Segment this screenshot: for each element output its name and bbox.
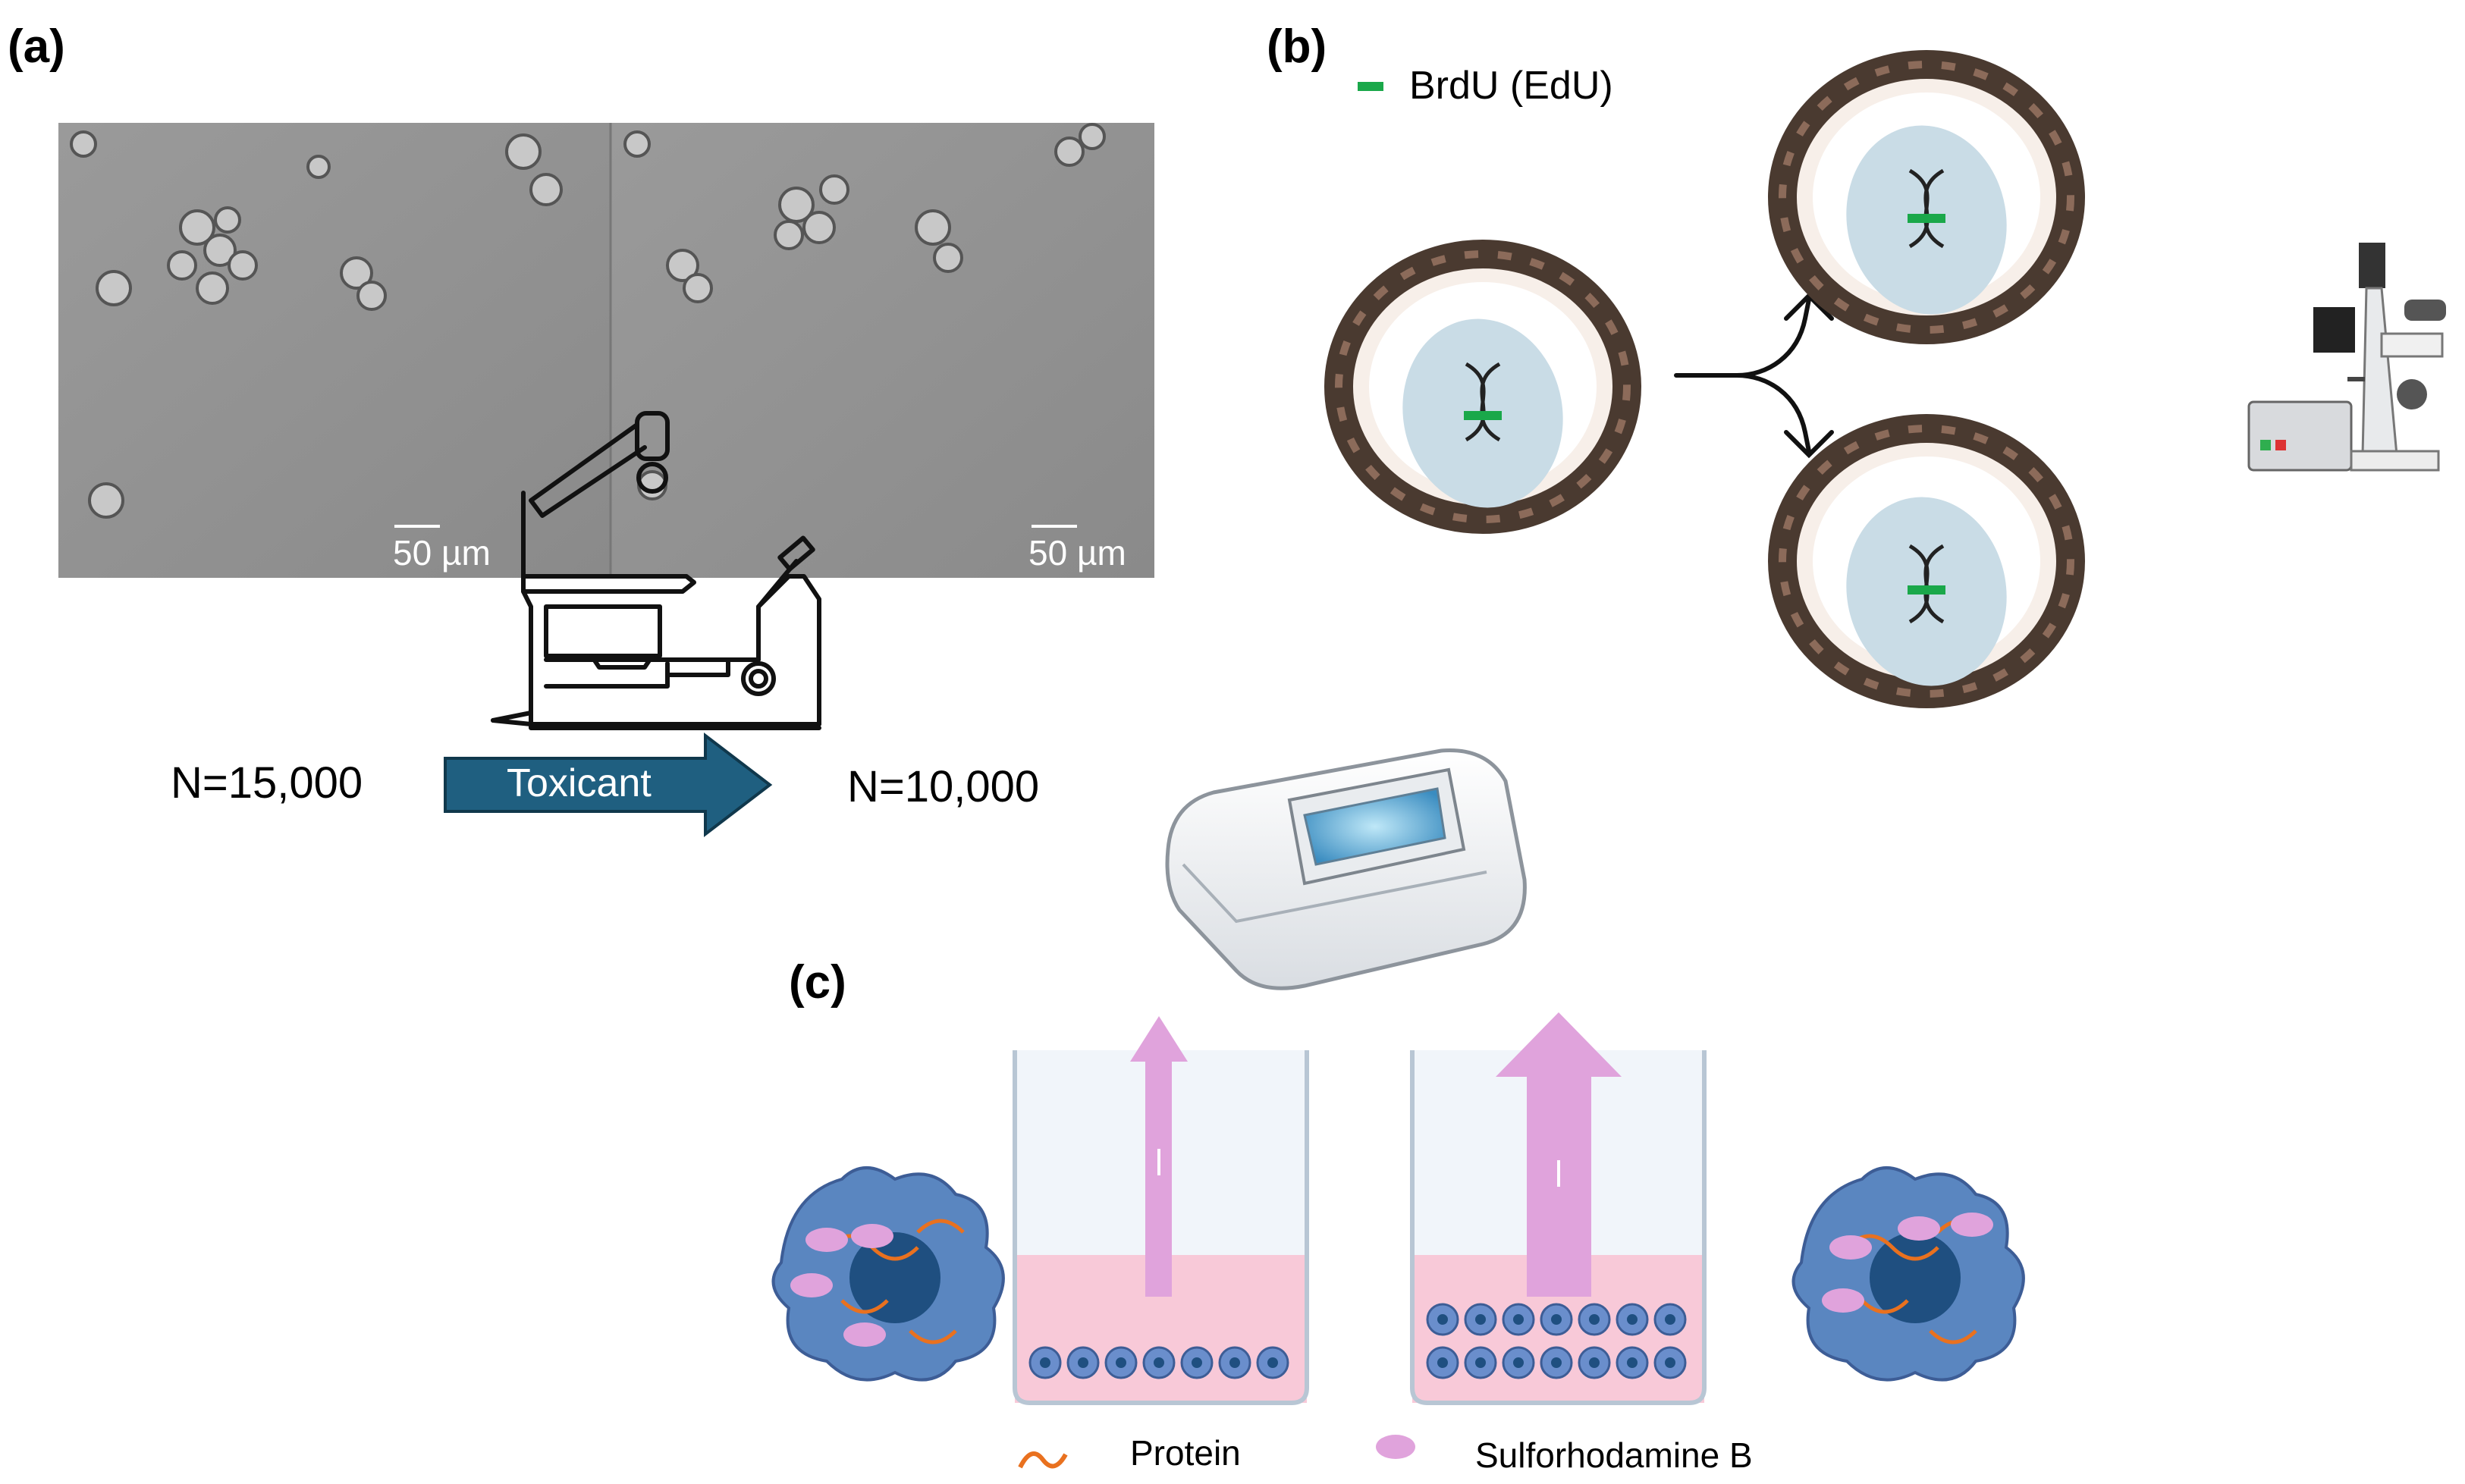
- brdu-legend-swatch: [1358, 82, 1383, 91]
- cell-icon-daughter-top: [1768, 50, 2085, 344]
- panel-a: (a) 50 µm 50 µm: [8, 20, 1154, 838]
- panel-a-label: (a): [8, 20, 65, 73]
- micrograph-right: 50 µm: [609, 123, 1154, 578]
- signal-arrow-large: [1496, 1012, 1622, 1297]
- microscope-outline-icon: [491, 411, 821, 730]
- sulforhodamine-legend-swatch: [1376, 1435, 1415, 1459]
- sulforhodamine-legend-label: Sulforhodamine B: [1475, 1435, 1753, 1475]
- toxicant-label: Toxicant: [507, 761, 652, 805]
- dna-icon: [1908, 544, 1945, 624]
- signal-arrow-small: [1130, 1016, 1188, 1297]
- well-high-cell-count: [1410, 1012, 1707, 1405]
- protein-legend-swatch: [1018, 1451, 1068, 1469]
- dna-icon: [1465, 362, 1501, 442]
- plate-reader-icon: [1165, 748, 1527, 990]
- division-arrow: [1674, 292, 1834, 459]
- cell-icon-parent: [1324, 240, 1641, 534]
- dna-icon: [1908, 168, 1945, 249]
- toxicant-arrow: Toxicant: [444, 732, 773, 838]
- panel-c: (c): [771, 748, 2025, 1475]
- cell-icon-stained-right: [1791, 1166, 2025, 1382]
- cell-count-after: N=10,000: [847, 762, 1039, 811]
- cell-count-before: N=15,000: [171, 758, 363, 808]
- scale-bar-left-label: 50 µm: [393, 533, 491, 573]
- micrograph-left: 50 µm: [58, 123, 611, 578]
- legend: Protein Sulforhodamine B: [1018, 1433, 1753, 1475]
- cell-icon-stained-left: [771, 1166, 1005, 1382]
- panel-b: (b) BrdU (EdU): [1267, 20, 2446, 708]
- protein-legend-label: Protein: [1130, 1433, 1241, 1473]
- fluorescence-microscope-icon: [2247, 243, 2446, 472]
- brdu-legend-label: BrdU (EdU): [1409, 64, 1613, 108]
- panel-c-label: (c): [789, 956, 846, 1009]
- cell-icon-daughter-bottom: [1768, 414, 2085, 708]
- scale-bar-right-label: 50 µm: [1028, 533, 1126, 573]
- panel-b-label: (b): [1267, 20, 1327, 73]
- well-low-cell-count: [1013, 1016, 1309, 1405]
